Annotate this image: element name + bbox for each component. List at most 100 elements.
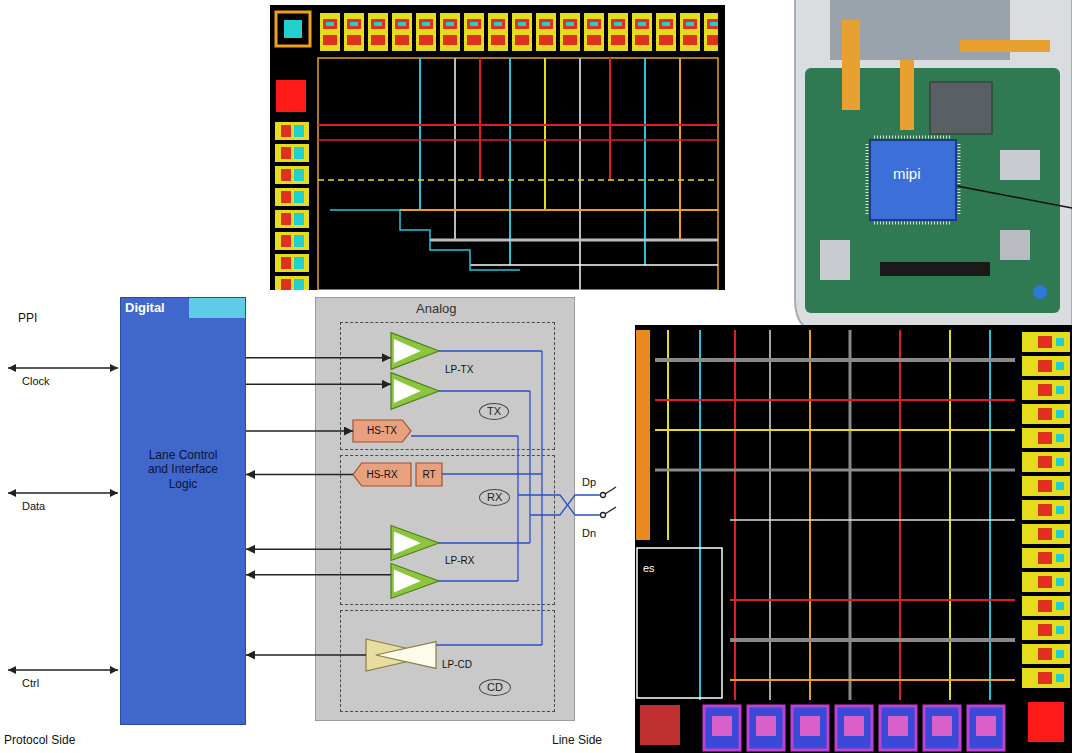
phone-photo [842, 20, 860, 110]
lp-rx-receiver-shape [391, 524, 439, 600]
phone-photo [870, 140, 956, 220]
signal-name: Data [22, 500, 45, 513]
chip-layout-bottom [1020, 330, 1072, 690]
chip-layout-top [330, 210, 520, 270]
chip-layout-bottom [769, 330, 771, 700]
group-box: HS-RXRT LP-RX RX [340, 455, 555, 605]
chip-layout-bottom [899, 330, 901, 700]
pin-switch [601, 513, 606, 518]
hs-tx-driver: HS-TX [353, 420, 411, 442]
chip-layout-top [276, 12, 310, 46]
phone-photo [795, 0, 1072, 335]
line-wire [517, 436, 518, 581]
chip-layout-top [579, 58, 581, 290]
chip-layout-top [270, 5, 725, 295]
line-wire [439, 542, 530, 543]
chip-layout-bottom [637, 548, 722, 698]
chip-layout-bottom [809, 330, 811, 700]
pin-name: Dp [582, 476, 596, 489]
chip-layout-top [318, 139, 718, 141]
hs-rx-receiver-shape [353, 463, 411, 486]
layout-text: es [643, 562, 655, 575]
signal-connector [246, 430, 353, 432]
line-wire [436, 644, 542, 645]
chip-layout-bottom [949, 330, 951, 700]
chip-layout-bottom [640, 705, 680, 745]
pin-switch [605, 507, 616, 514]
chip-layout-bottom [1028, 702, 1064, 742]
group-box: LP-CD CD [340, 610, 555, 712]
lp-tx-driver-shape [391, 331, 439, 411]
block-heading: Analog [416, 301, 456, 317]
line-wire [439, 580, 518, 581]
lp-rx-receiver-shape [394, 570, 421, 593]
block-label: LP-TX [445, 364, 473, 376]
phone-photo [930, 82, 992, 134]
block-label: Lane Control and Interface Logic [121, 448, 245, 491]
group-box: LP-TX HS-TX TX [340, 322, 555, 450]
phone-photo [1033, 285, 1047, 299]
termination-resistor: RT [416, 463, 442, 486]
chip-layout-bottom [700, 702, 1010, 753]
lp-tx-driver: LP-TX [391, 331, 439, 411]
block-label: CD [479, 679, 511, 696]
line-wire [541, 351, 542, 645]
chip-layout-top [454, 58, 456, 240]
interface-name: PPI [18, 311, 37, 325]
block-label: RX [479, 489, 510, 506]
chip-layout-top [679, 58, 681, 240]
chip-layout-top [430, 239, 718, 242]
chip-layout-top [284, 20, 302, 38]
chip-layout-bottom [989, 330, 991, 700]
chip-layout-bottom [730, 599, 1015, 601]
signal-connector [246, 384, 391, 386]
chip-layout-bottom [730, 679, 1015, 681]
block-label: HS-RX [353, 463, 411, 486]
chip-layout-bottom [730, 519, 1015, 521]
phone-photo [1000, 150, 1040, 180]
phone-photo [820, 240, 850, 280]
pin-switch [601, 493, 606, 498]
phone-photo [880, 262, 990, 276]
block-label: TX [479, 403, 509, 420]
hs-tx-driver-shape [353, 420, 411, 442]
ppi-arrow [8, 367, 118, 369]
chip-layout-top [644, 58, 646, 265]
chip-layout-bottom [636, 330, 650, 540]
lp-rx-receiver: LP-RX [391, 524, 439, 600]
chip-layout-bottom [849, 330, 852, 700]
lp-tx-driver-shape [394, 339, 421, 363]
lp-rx-receiver-shape [391, 526, 439, 561]
signal-connector [246, 357, 391, 359]
chip-layout-top [274, 120, 310, 290]
chip-layout-bottom [655, 399, 1015, 401]
ppi-arrow [8, 368, 118, 670]
hs-rx-receiver: HS-RX [353, 463, 411, 486]
ppi-arrow [8, 669, 118, 671]
analog-block: LP-TX HS-TX TX HS-RXRT LP-RX RX LP-CD CD Analog [315, 297, 575, 721]
block-label: RT [416, 463, 442, 486]
phone-photo [795, 0, 1072, 335]
contention-detector: LP-CD [366, 639, 436, 671]
phone-photo [900, 60, 914, 130]
line-wire [439, 350, 542, 351]
line-wire [442, 473, 542, 474]
block-label: LP-CD [442, 659, 472, 671]
block-heading: Digital [125, 300, 165, 316]
chip-layout-bottom [655, 429, 1015, 431]
chip-layout-top [609, 58, 611, 180]
line-wire [411, 435, 518, 436]
lp-tx-driver-shape [391, 373, 439, 410]
signal-name: Ctrl [22, 677, 39, 690]
chip-layout-top [276, 80, 306, 112]
chip-layout-top [470, 264, 718, 266]
chip-layout-bottom [655, 469, 1015, 472]
pin-name: Dn [582, 527, 596, 540]
signal-connector [246, 574, 391, 576]
chip-layout-bottom [635, 325, 1072, 753]
chip-layout-top [400, 209, 718, 211]
ppi-arrow [8, 492, 118, 494]
line-wire [529, 391, 530, 543]
